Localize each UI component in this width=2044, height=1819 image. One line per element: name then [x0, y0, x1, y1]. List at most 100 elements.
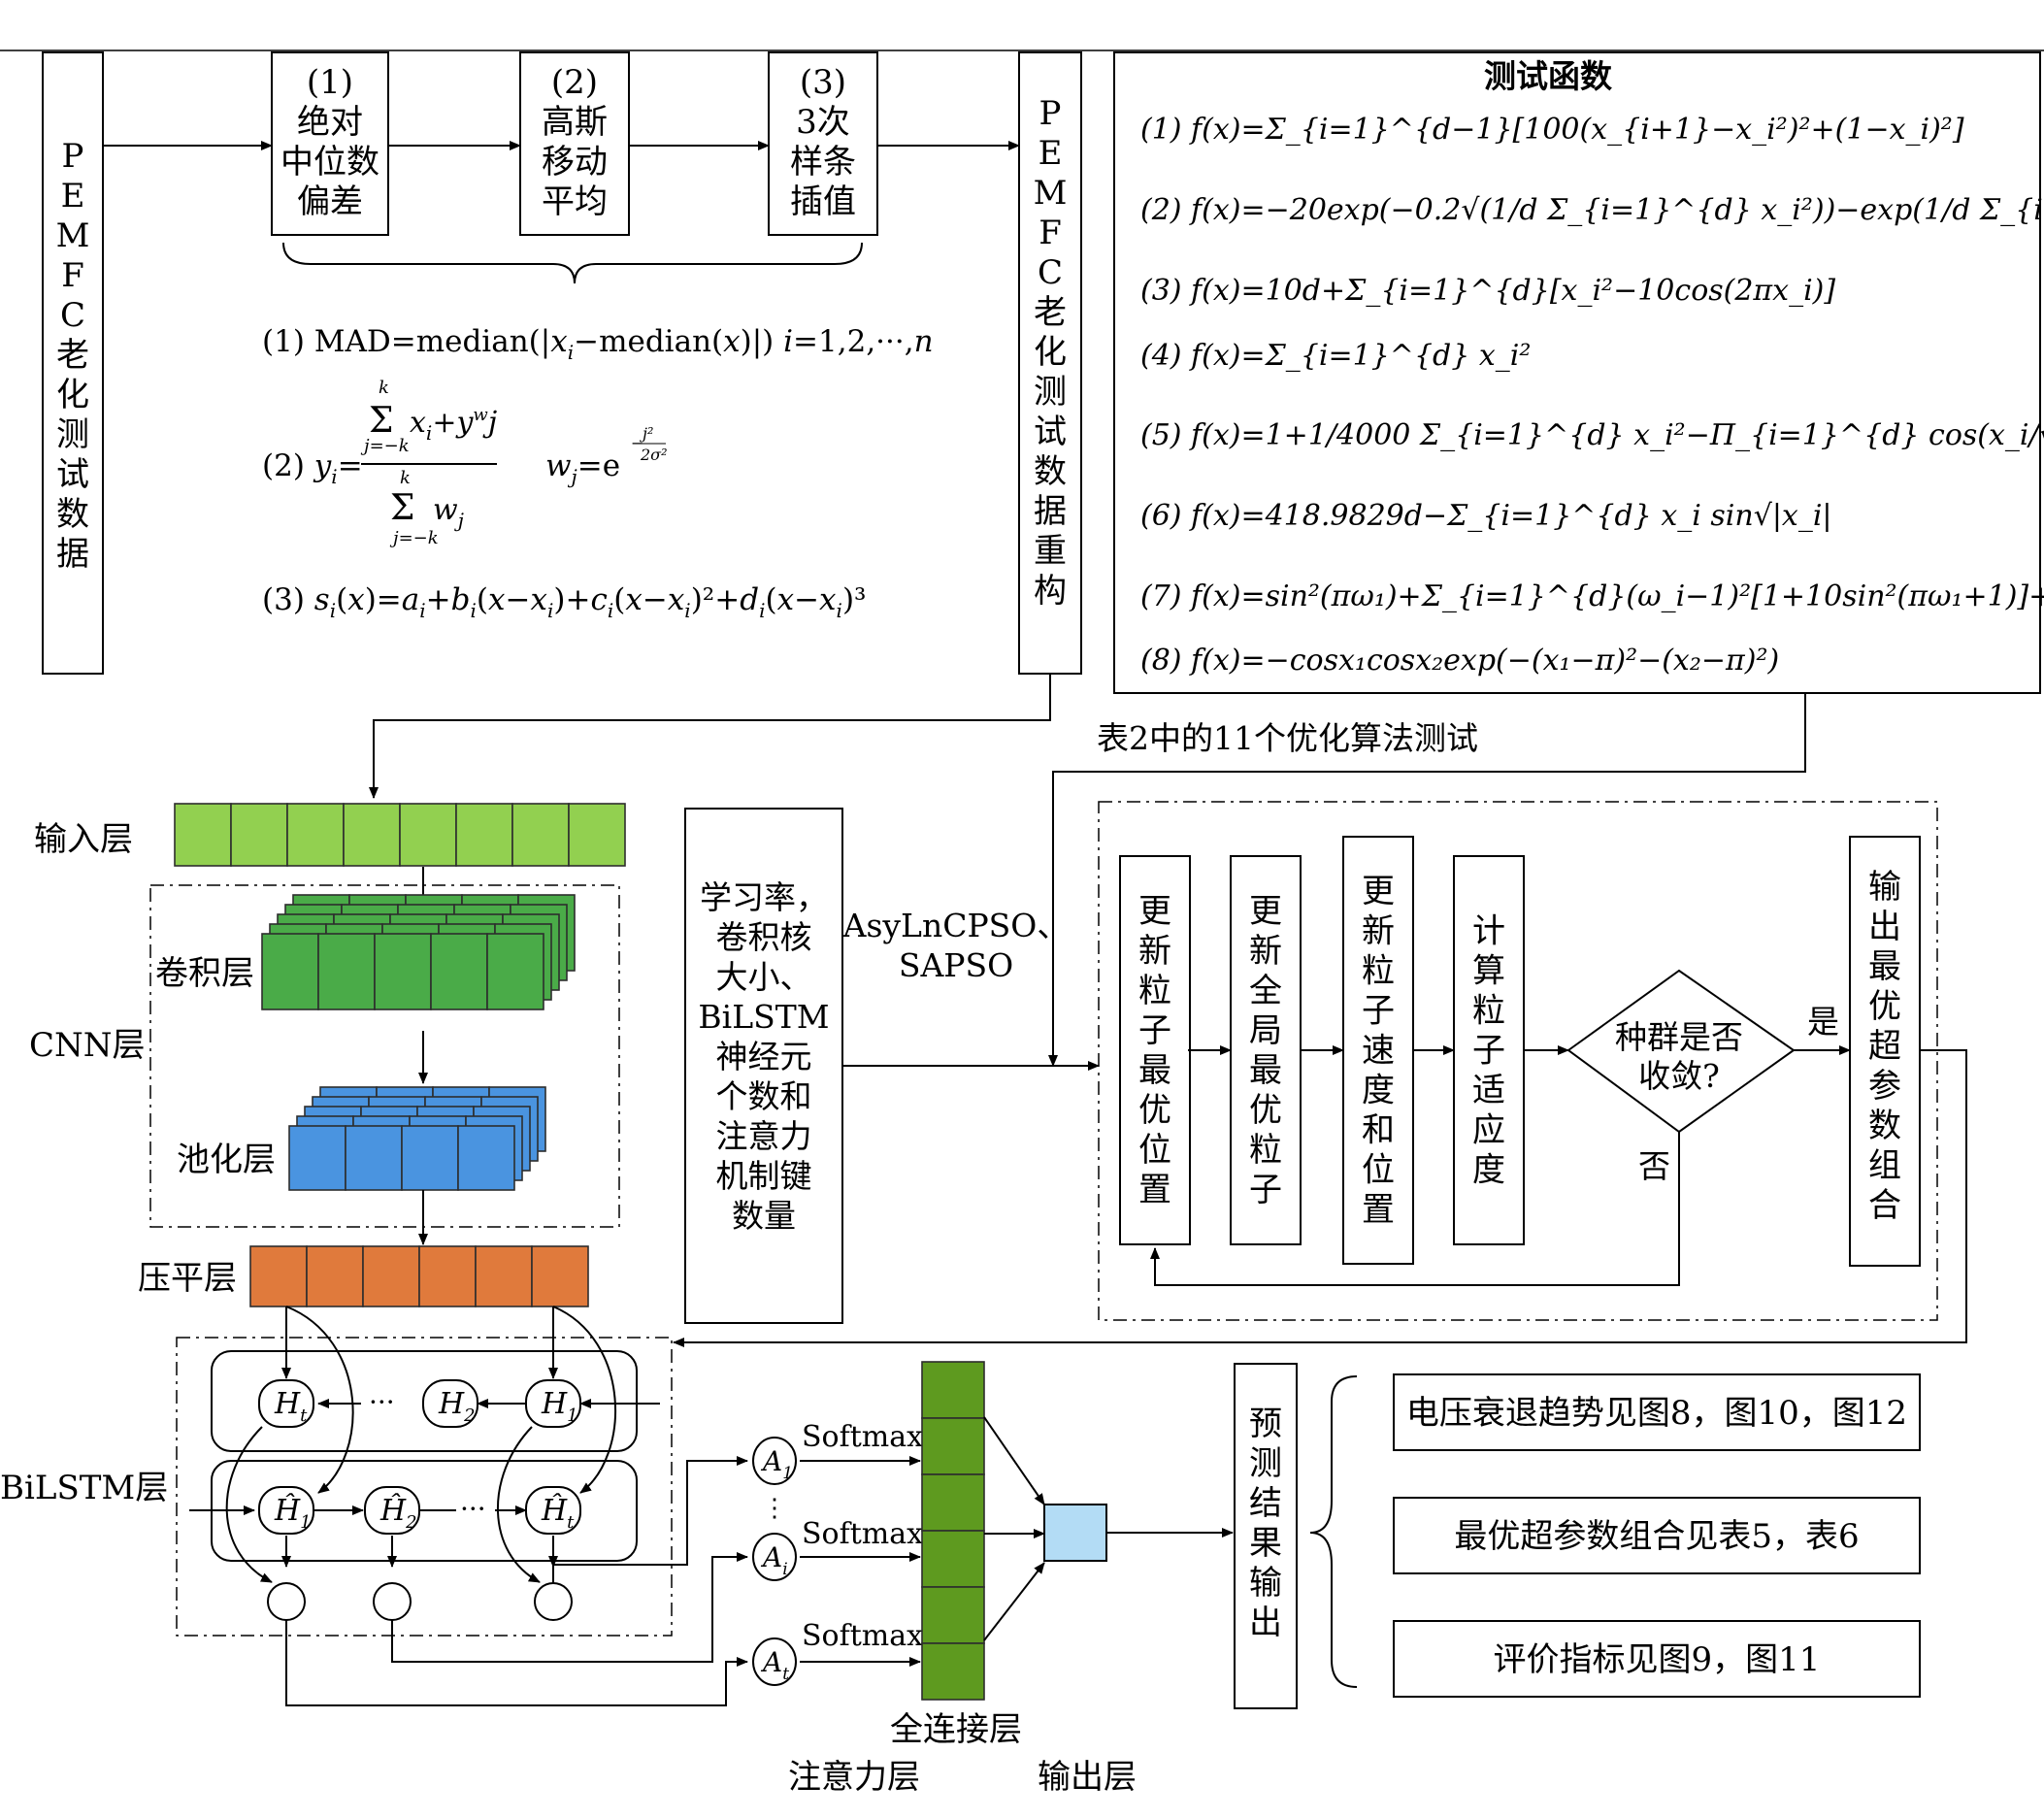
svg-text:xi+ywj: xi+ywj: [410, 405, 497, 445]
pso-step-label: 计算粒子适应度: [1472, 912, 1505, 1190]
forward-lstm-row: [211, 1350, 638, 1452]
cell: [317, 933, 376, 1010]
step-num: (3): [800, 63, 846, 102]
formula-spline: (3) si(x)=ai+bi(x−xi)+ci(x−xi)²+di(x−xi)…: [262, 582, 866, 622]
result-text: 电压衰退趋势见图8，图10，图12: [1406, 1394, 1907, 1433]
formula-block: (1) MAD=median(|xi−median(x)|) i=1,2,···…: [262, 324, 934, 622]
bilstm-block: [176, 1337, 673, 1637]
test-functions-title: 测试函数: [1484, 57, 1613, 95]
attention-node: [752, 1637, 797, 1686]
cell: [531, 1245, 589, 1307]
cell: [486, 933, 544, 1010]
step-line: 插值: [790, 182, 856, 221]
forward-hidden-node: [422, 1379, 478, 1428]
fc-cell: [921, 1361, 985, 1419]
fc-cell: [921, 1417, 985, 1475]
svg-text:wj: wj: [433, 493, 464, 532]
attention-vdots: ⋮: [762, 1494, 787, 1523]
cell: [455, 803, 513, 867]
hyperparameter-line: 个数和: [716, 1077, 812, 1115]
cell: [174, 803, 232, 867]
pso-step-box: [1119, 855, 1191, 1245]
test-function-8: (8) f(x)=−cosx₁cosx₂exp(−(x₁−π)²−(x₂−π)²…: [1140, 644, 1779, 678]
svg-text:2σ²: 2σ²: [640, 446, 668, 464]
step-line: 中位数: [280, 143, 379, 182]
step-mad-box: (1) 绝对 中位数 偏差: [271, 51, 389, 236]
result-text: 最优超参数组合见表5，表6: [1454, 1517, 1859, 1556]
step-spline-box: (3) 3次 样条 插值: [768, 51, 878, 236]
conv-layer-label: 卷积层: [155, 954, 254, 993]
step-line: 样条: [790, 143, 856, 182]
pso-step-label: 更新全局最优粒子: [1249, 892, 1282, 1209]
formula-mad: (1) MAD=median(|xi−median(x)|) i=1,2,···…: [262, 324, 934, 364]
cell: [261, 933, 319, 1010]
fc-label: 全连接层: [890, 1710, 1022, 1749]
svg-text:−: −: [631, 434, 643, 452]
attention-node-label: Ai: [760, 1541, 788, 1579]
pso-algos-line: SAPSO: [899, 946, 1013, 984]
test-function-3: (3) f(x)=10d+Σ_{i=1}^{d}[x_i²−10cos(2πx_…: [1140, 274, 1835, 308]
cell: [475, 1245, 533, 1307]
softmax-label: Softmax: [802, 1619, 923, 1653]
test-function-5: (5) f(x)=1+1/4000 Σ_{i=1}^{d} x_i²−Π_{i=…: [1140, 418, 2044, 452]
output-node: [1043, 1504, 1107, 1562]
decision-line: 种群是否: [1615, 1018, 1743, 1056]
node-label: Ĥ2: [379, 1493, 417, 1533]
test-function-7: (7) f(x)=sin²(πω₁)+Σ_{i=1}^{d}(ω_i−1)²[1…: [1140, 579, 2044, 613]
svg-text:j=−k: j=−k: [389, 528, 439, 548]
hyperparameter-line: 机制键: [716, 1157, 812, 1195]
merge-node: [373, 1582, 412, 1621]
hyperparameter-line: 数量: [732, 1197, 796, 1235]
hyperparameter-line: 大小、: [716, 958, 812, 996]
step-line: 高斯: [542, 103, 608, 142]
hyperparameter-line: BiLSTM: [698, 998, 829, 1036]
step-num: (2): [551, 63, 598, 102]
pso-step-box: [1342, 836, 1414, 1265]
test-functions-box: 测试函数 (1) f(x)=Σ_{i=1}^{d−1}[100(x_{i+1}−…: [1113, 51, 2044, 694]
pool-layer: [288, 1086, 546, 1191]
input-layer: [174, 803, 626, 867]
backward-hidden-node: [258, 1486, 314, 1535]
output-layer-label: 输出层: [1038, 1758, 1137, 1797]
input-layer-label: 输入层: [34, 820, 133, 859]
test-function-2: (2) f(x)=−20exp(−0.2√(1/d Σ_{i=1}^{d} x_…: [1140, 193, 2044, 227]
cell: [249, 1245, 308, 1307]
step-line: 移动: [542, 143, 608, 182]
cell: [401, 1125, 459, 1191]
cell: [230, 803, 288, 867]
cell: [362, 1245, 420, 1307]
softmax-label: Softmax: [802, 1517, 923, 1551]
result-box-metrics: 评价指标见图9，图11: [1393, 1620, 1921, 1698]
step-num: (1): [307, 63, 353, 102]
decision-line: 收敛?: [1638, 1057, 1720, 1095]
convergence-decision: 种群是否 收敛?: [1566, 969, 1796, 1134]
cell: [511, 803, 570, 867]
pool-layer-label: 池化层: [177, 1141, 276, 1179]
cell: [418, 1245, 477, 1307]
test-function-6: (6) f(x)=418.9829d−Σ_{i=1}^{d} x_i sin√|…: [1140, 499, 1832, 533]
cell: [286, 803, 345, 867]
merge-node: [267, 1582, 306, 1621]
formula-gauss: (2) yi=: [262, 448, 363, 488]
cell: [568, 803, 626, 867]
output-best-box: 输出最优超参数组合: [1849, 836, 1921, 1267]
pso-step-label: 更新粒子最优位置: [1138, 892, 1171, 1209]
hyperparameter-line: 学习率，: [700, 878, 828, 916]
fc-cell: [921, 1530, 985, 1588]
output-best-label: 输出最优超参数组合: [1868, 868, 1901, 1225]
prediction-output-label: 预测结果输出: [1249, 1405, 1282, 1642]
step-line: 绝对: [297, 103, 363, 142]
test-function-1: (1) f(x)=Σ_{i=1}^{d−1}[100(x_{i+1}−x_i²)…: [1140, 113, 1964, 147]
cnn-block: [149, 884, 620, 1228]
hyperparameter-line: 注意力: [716, 1117, 812, 1155]
result-box-voltage: 电压衰退趋势见图8，图10，图12: [1393, 1373, 1921, 1451]
fc-cell: [921, 1642, 985, 1701]
test-note: 表2中的11个优化算法测试: [1097, 719, 1478, 757]
